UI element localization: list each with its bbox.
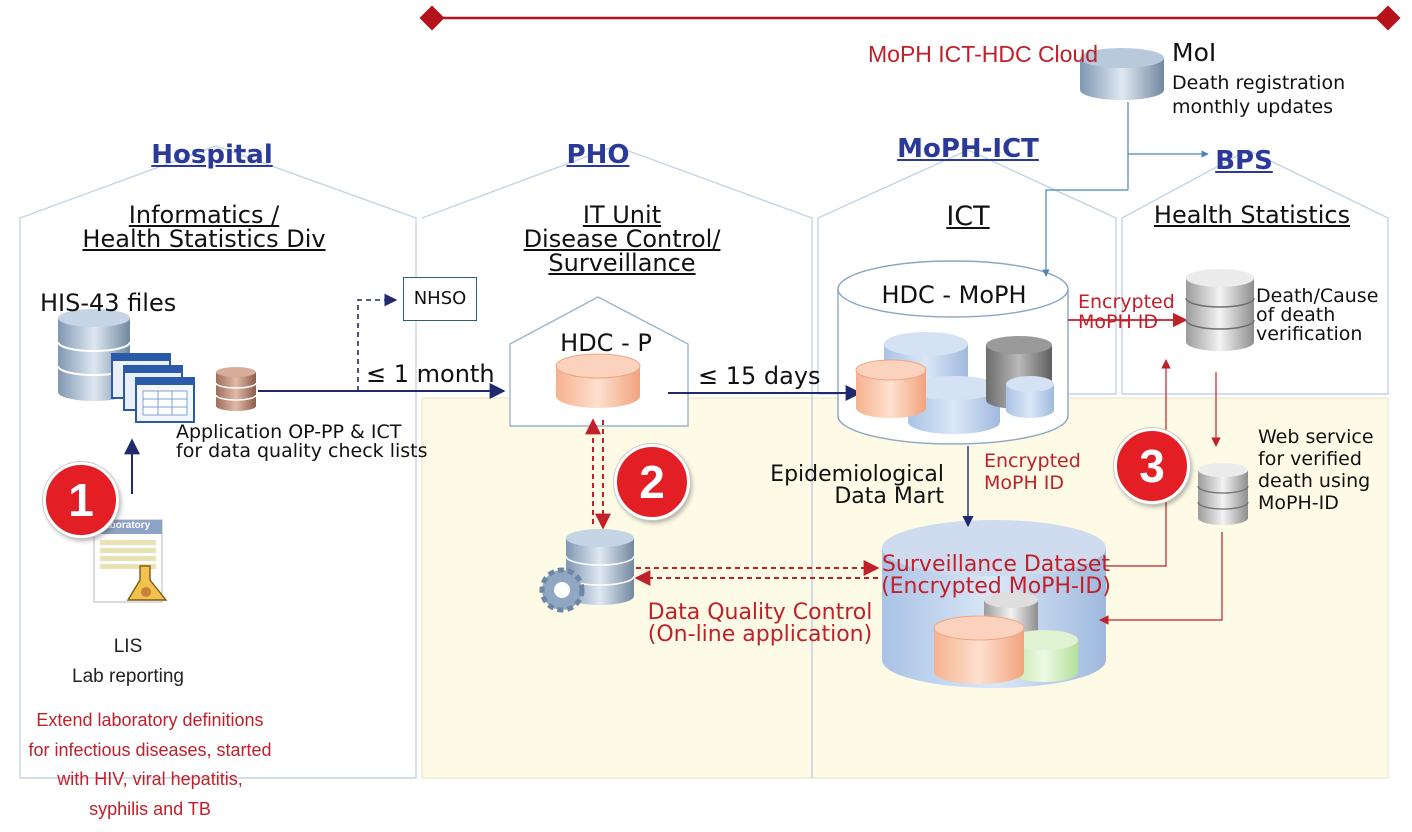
moph-ict-subtitle: ICT <box>946 201 990 232</box>
extend-lab-note: Extend laboratory definitions for infect… <box>28 710 272 820</box>
webservice-to-surveillance-arrow <box>1099 532 1223 625</box>
dq-control-label: Data Quality Control (On-line applicatio… <box>647 600 873 647</box>
section-title-bps: BPS <box>1215 146 1273 176</box>
web-service-label: Web service for verified death using MoP… <box>1258 426 1374 514</box>
hdc-p-database <box>555 353 641 408</box>
moi-title: MoI <box>1172 38 1217 67</box>
laboratory-report-icon <box>93 519 168 603</box>
death-verification-label: Death/Cause of death verification <box>1256 285 1379 345</box>
step-badge-2: 2 <box>614 444 690 520</box>
nhso-box: NHSO <box>403 277 477 321</box>
epidemiological-label: Epidemiological Data Mart <box>770 462 944 509</box>
cloud-label: MoPH ICT-HDC Cloud <box>868 41 1099 67</box>
hdc-p-label: HDC - P <box>560 329 652 357</box>
encrypted-moph-id-label-1: Encrypted MoPH ID <box>984 450 1081 494</box>
moi-to-hdc-arrow <box>1042 189 1128 277</box>
gear-icon <box>539 567 585 613</box>
step-badge-1: 1 <box>43 462 119 538</box>
bps-house-outline <box>1121 149 1389 395</box>
moph-ict-house-outline <box>817 149 1117 395</box>
hospital-subtitle: Informatics / Health Statistics Div <box>82 201 326 253</box>
one-month-label: ≤ 1 month <box>366 360 495 388</box>
hdc-moph-label: HDC - MoPH <box>881 281 1027 309</box>
surveillance-label: Surveillance Dataset (Encrypted MoPH-ID) <box>881 552 1111 599</box>
hospital-house-outline <box>19 145 417 779</box>
lis-label: LIS Lab reporting <box>72 636 184 688</box>
fifteen-days-label: ≤ 15 days <box>698 362 821 390</box>
hdc-moph-inner-databases <box>855 332 1054 434</box>
his-table-windows-icon <box>111 353 195 423</box>
bps-subtitle: Health Statistics <box>1153 201 1351 229</box>
step-badge-3: 3 <box>1114 428 1190 504</box>
to-nhso-arrow <box>357 293 398 391</box>
application-database-icon <box>215 367 257 411</box>
surveillance-to-bps-arrow <box>1104 359 1171 567</box>
encrypted-moph-id-label-2: Encrypted MoPH ID <box>1078 291 1175 333</box>
application-label: Application OP-PP & ICT for data quality… <box>176 421 428 462</box>
section-title-hospital: Hospital <box>151 140 273 170</box>
section-title-moph-ict: MoPH-ICT <box>897 134 1039 164</box>
moi-description: Death registration monthly updates <box>1172 72 1346 118</box>
his-label: HIS-43 files <box>40 289 177 317</box>
pho-subtitle: IT Unit Disease Control/ Surveillance <box>523 201 721 277</box>
death-database-icon <box>1185 269 1255 351</box>
web-service-database-icon <box>1197 463 1249 525</box>
section-title-pho: PHO <box>566 140 630 170</box>
moi-database-icon <box>1080 48 1164 100</box>
surveillance-dataset-cylinder <box>882 520 1106 688</box>
laboratory-icon-text: Laboratory <box>98 520 151 531</box>
